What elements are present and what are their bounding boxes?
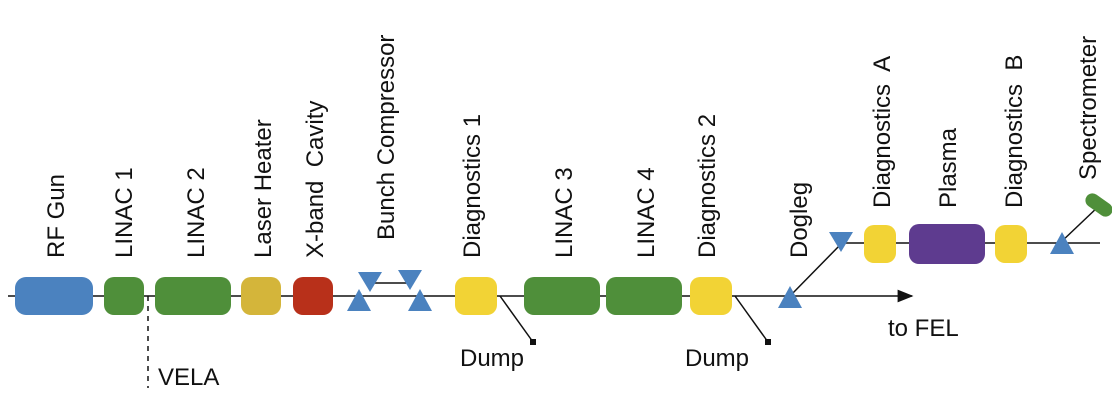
spectrometer-block [1085,193,1112,217]
diagnostics-1-block [455,277,497,315]
diagnostics-2-block [690,277,732,315]
label-diagnostics-2: Diagnostics 2 [694,114,721,258]
spectrometer-dipole [1050,232,1074,254]
label-dump-1: Dump [460,345,524,372]
label-linac-4: LINAC 4 [633,167,660,258]
bc-dipole-3 [398,270,422,290]
dogleg-dipole-1 [778,286,802,308]
linac-3-block [524,277,600,315]
label-vela: VELA [158,364,219,391]
label-dogleg: Dogleg [786,182,813,258]
rf-gun-block [15,277,93,315]
diagnostics-a-block [864,225,896,263]
dump1-line [499,295,534,343]
diagnostics-b-block [995,225,1027,263]
linac-2-block [155,277,231,315]
spectrometer-line [1059,204,1101,244]
label-rf-gun: RF Gun [43,174,70,258]
dogleg-line [789,242,843,297]
label-diagnostics-1: Diagnostics 1 [459,114,486,258]
label-to-fel: to FEL [888,315,959,342]
plasma-block [909,224,985,264]
label-linac-1: LINAC 1 [111,167,138,258]
label-dump-2: Dump [685,345,749,372]
label-laser-heater: Laser Heater [250,119,277,258]
linac-4-block [606,277,682,315]
dogleg-dipole-2 [829,232,853,252]
bc-dipole-2 [358,272,382,292]
label-bunch-compressor: Bunch Compressor [373,35,400,240]
label-spectrometer: Spectrometer [1075,36,1102,180]
label-x-band-cavity: X-band Cavity [302,101,329,258]
label-diagnostics-b: Diagnostics B [1001,55,1028,208]
linac-1-block [104,277,144,315]
label-linac-3: LINAC 3 [551,167,578,258]
x-band-cavity-block [293,277,333,315]
dump1-block [530,339,536,345]
dump2-line [734,295,769,343]
dump2-block [765,339,771,345]
laser-heater-block [241,277,281,315]
bc-dipole-4 [408,289,432,311]
label-diagnostics-a: Diagnostics A [869,56,896,208]
bc-dipole-1 [347,289,371,311]
label-plasma: Plasma [935,127,962,208]
label-linac-2: LINAC 2 [183,167,210,258]
